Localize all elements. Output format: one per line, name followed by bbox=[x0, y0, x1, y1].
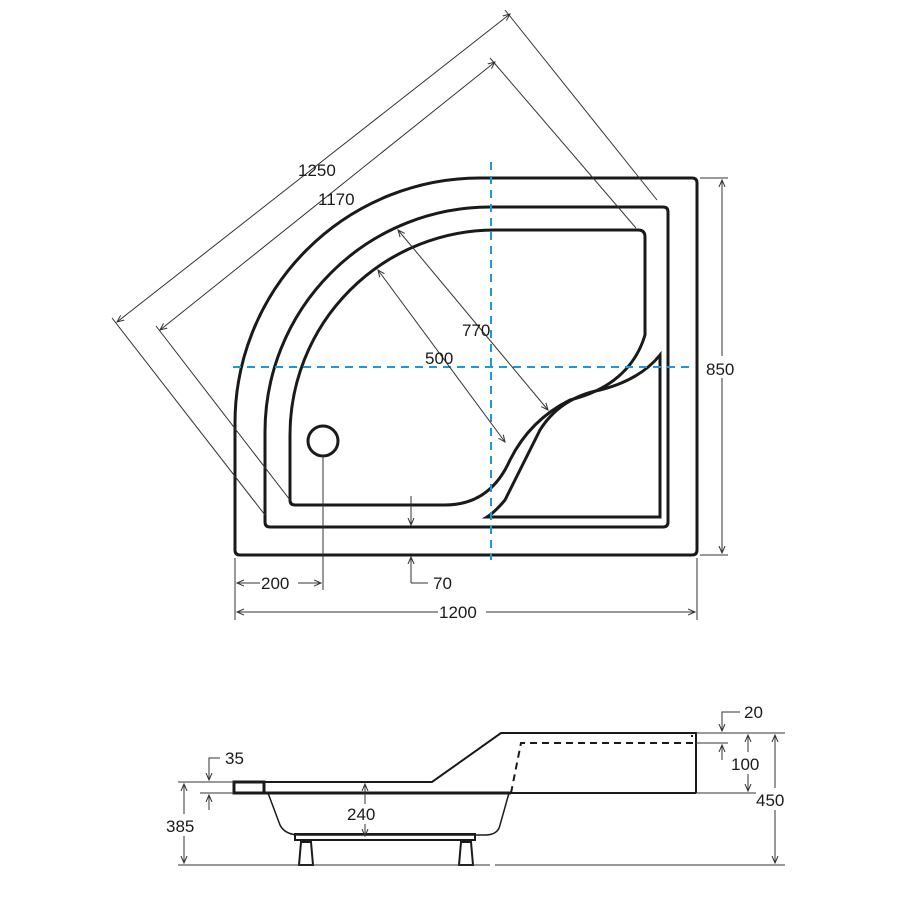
dim-100: 100 bbox=[731, 755, 759, 774]
base-frame bbox=[294, 833, 476, 841]
basin-outline bbox=[288, 228, 647, 507]
hidden-seat-dashed bbox=[510, 735, 693, 794]
dim-770: 770 bbox=[462, 321, 490, 340]
seat-outline bbox=[481, 350, 662, 519]
leg-left bbox=[297, 841, 315, 866]
side-body-outline bbox=[235, 732, 697, 793]
dim-500: 500 bbox=[425, 349, 453, 368]
basin-side bbox=[267, 792, 510, 836]
side-view: 35 385 240 20 100 450 bbox=[165, 703, 794, 866]
dim-1250: 1250 bbox=[298, 161, 336, 180]
dim-450: 450 bbox=[756, 791, 784, 810]
dim-20: 20 bbox=[744, 703, 763, 722]
drain-circle bbox=[306, 424, 340, 458]
rim bbox=[232, 780, 266, 795]
dim-385: 385 bbox=[166, 817, 194, 836]
dim-1200: 1200 bbox=[439, 603, 477, 622]
dim-200: 200 bbox=[261, 574, 289, 593]
dim-70: 70 bbox=[433, 574, 452, 593]
dim-850: 850 bbox=[706, 360, 734, 379]
dim-1170: 1170 bbox=[318, 190, 355, 209]
dim-240: 240 bbox=[347, 805, 375, 824]
tray-rim-outline bbox=[263, 205, 670, 529]
leg-right bbox=[457, 841, 475, 866]
top-view: 1250 1170 770 500 850 200 70 1200 bbox=[111, 9, 743, 622]
dim-35: 35 bbox=[225, 749, 244, 768]
